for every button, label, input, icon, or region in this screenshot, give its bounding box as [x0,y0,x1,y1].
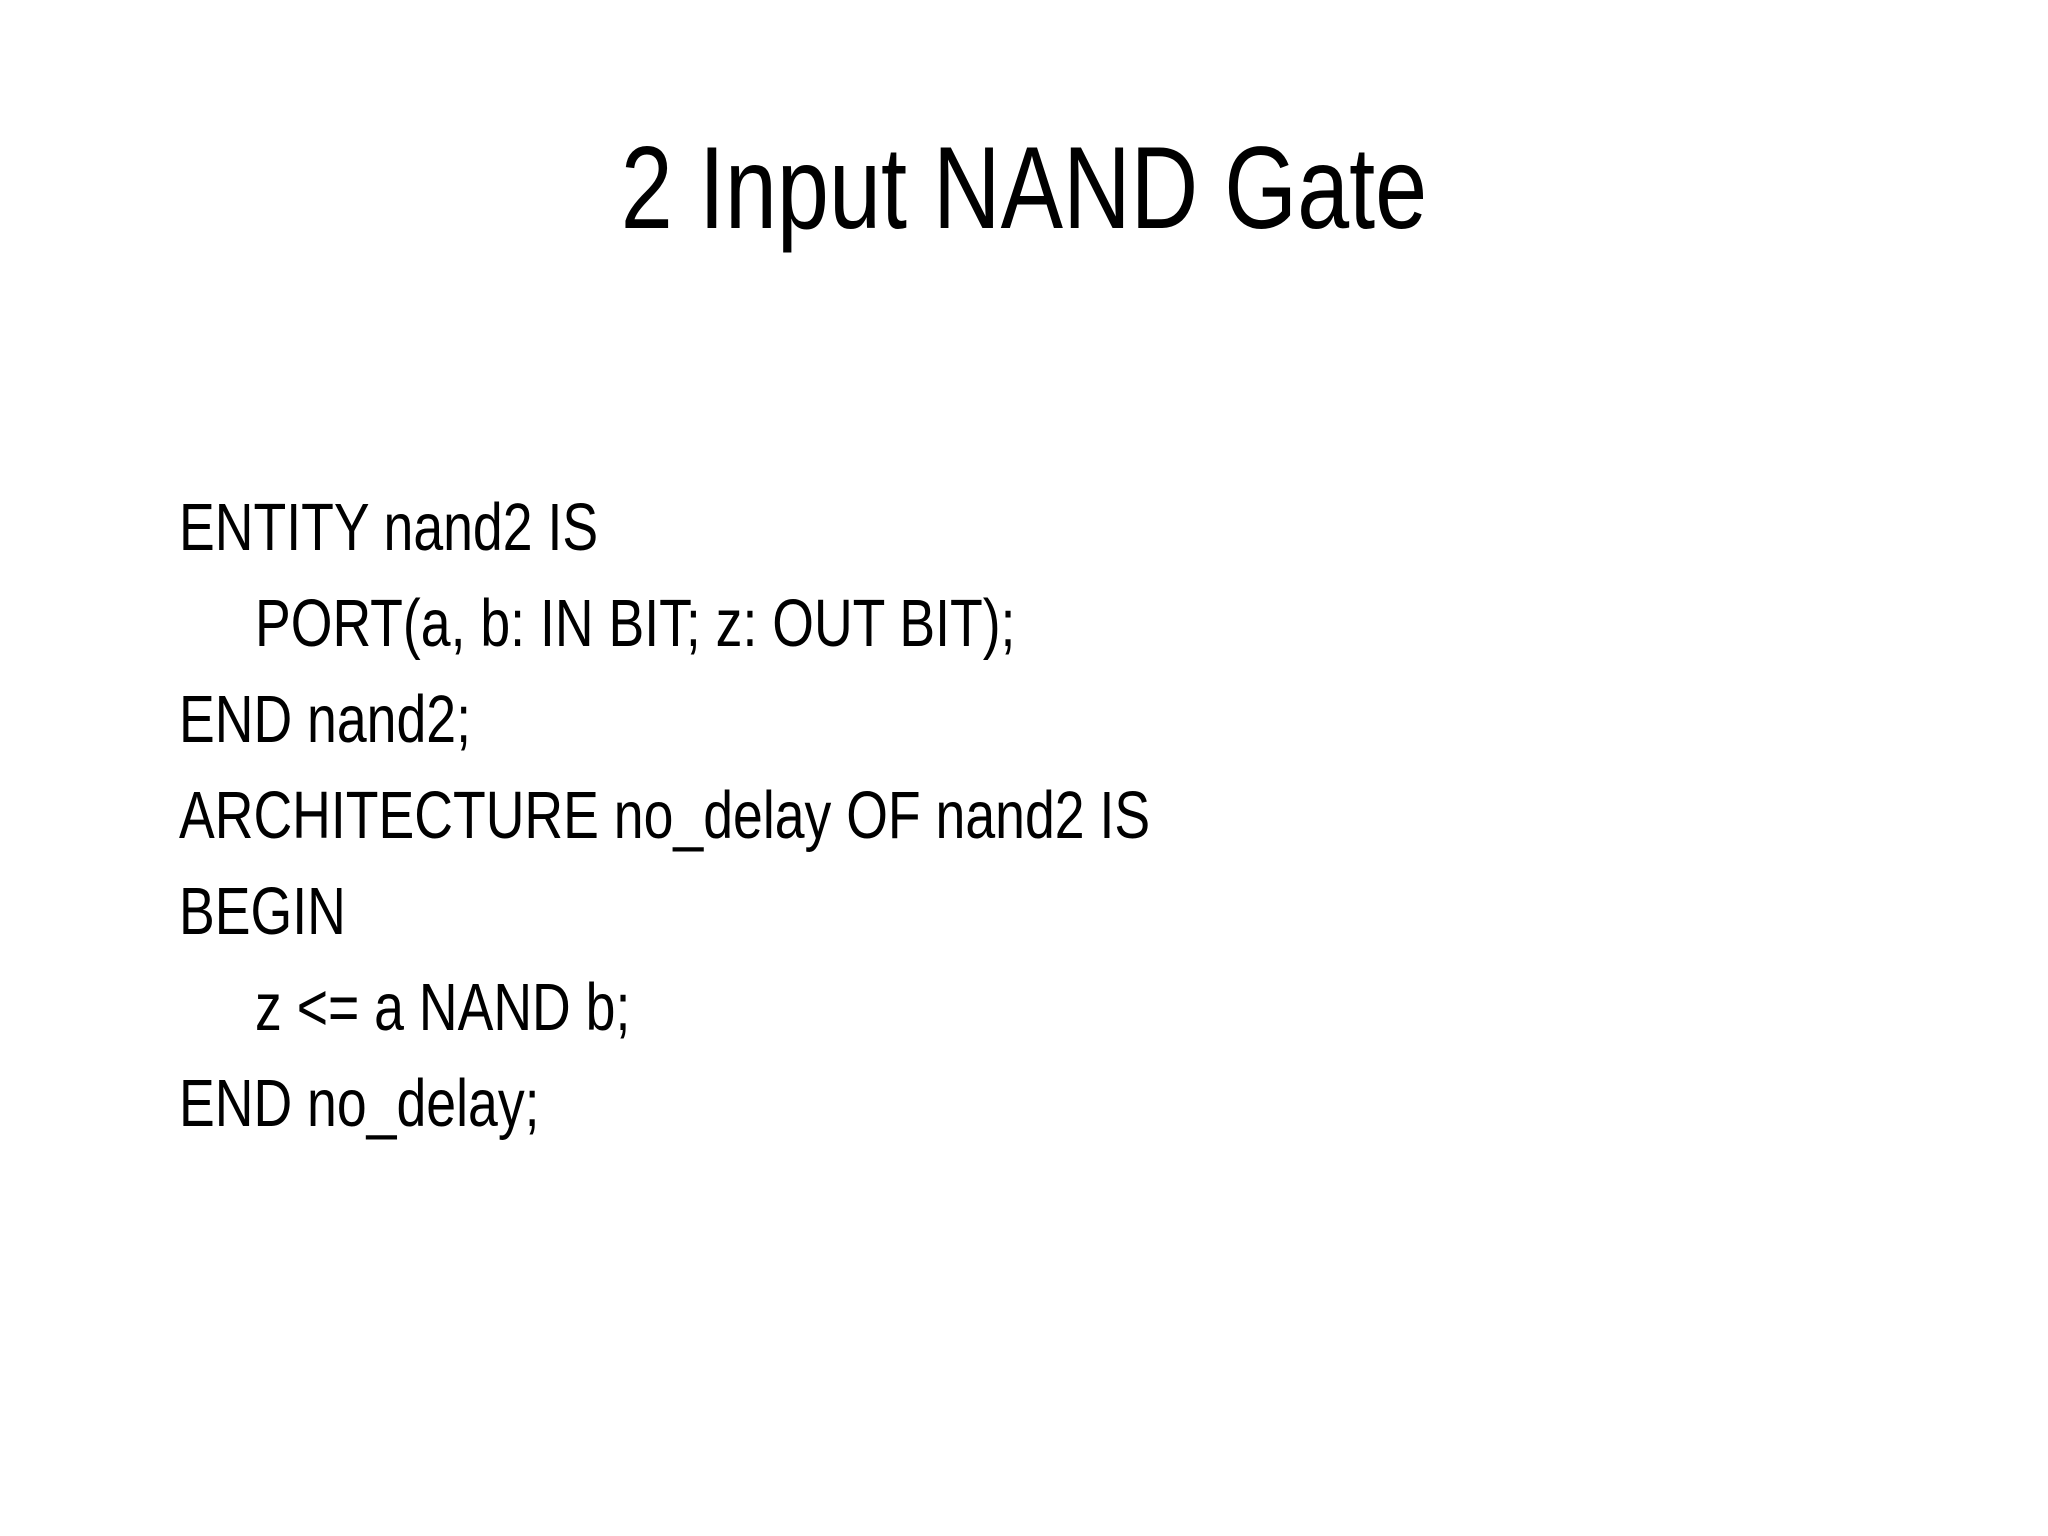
code-line-entity: ENTITY nand2 IS [179,490,599,565]
vhdl-code-block: ENTITY nand2 IS PORT(a, b: IN BIT; z: OU… [179,480,1393,1152]
code-line-end-entity: END nand2; [179,682,471,757]
code-line-assignment: z <= a NAND b; [255,970,631,1045]
slide-title-text: 2 Input NAND Gate [620,122,1428,253]
code-line-end-architecture: END no_delay; [179,1066,540,1141]
code-line-begin: BEGIN [179,874,346,949]
code-line-port: PORT(a, b: IN BIT; z: OUT BIT); [255,586,1016,661]
slide-title: 2 Input NAND Gate [0,118,2048,258]
code-line-architecture: ARCHITECTURE no_delay OF nand2 IS [179,778,1151,853]
